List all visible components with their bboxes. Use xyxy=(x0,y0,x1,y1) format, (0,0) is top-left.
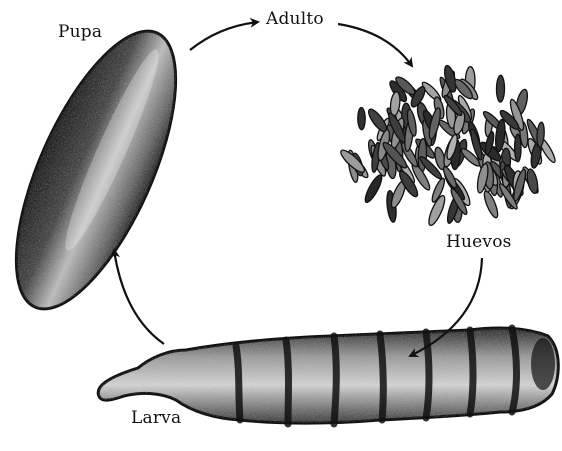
egg xyxy=(515,134,522,162)
arrow-larva-to-pupa xyxy=(114,250,164,344)
stage-label-adulto: Adulto xyxy=(266,9,324,29)
egg xyxy=(496,75,504,102)
egg xyxy=(358,107,366,129)
stage-label-larva: Larva xyxy=(131,408,181,428)
stage-label-pupa: Pupa xyxy=(58,22,102,42)
arrow-pupa-to-adulto xyxy=(190,22,258,50)
eggs-illustration xyxy=(338,64,557,227)
egg xyxy=(525,168,539,194)
stage-label-huevos: Huevos xyxy=(446,232,512,252)
pupa-illustration xyxy=(0,10,208,330)
arrow-adulto-to-huevos xyxy=(338,24,412,66)
